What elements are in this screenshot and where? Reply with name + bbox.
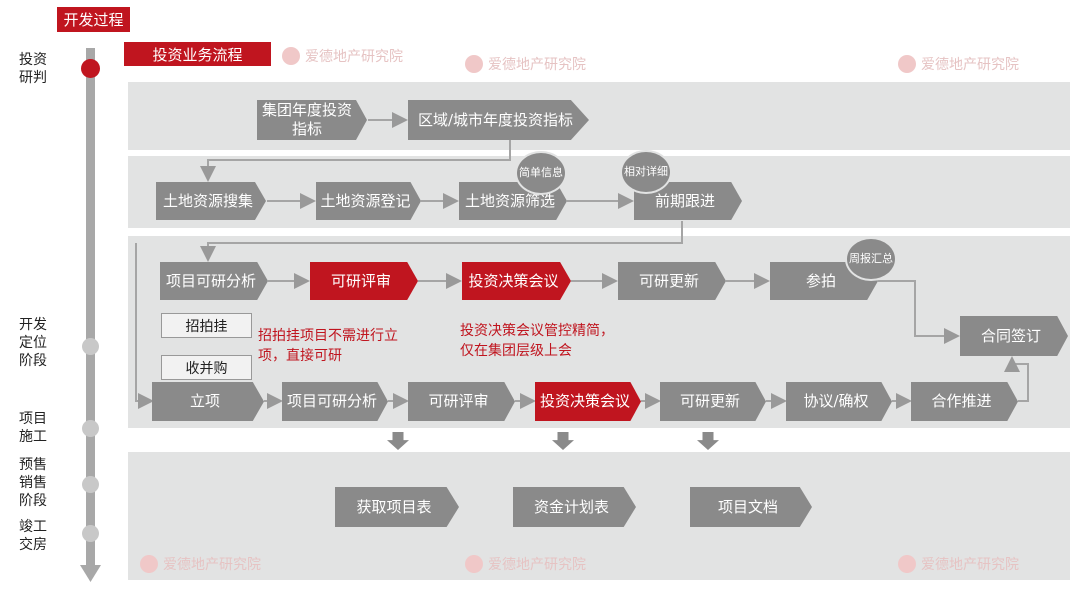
stage-label: 项目施工 — [19, 411, 47, 445]
output-project-table[interactable]: 获取项目表 — [335, 487, 459, 527]
step-update[interactable]: 可研更新 — [618, 262, 726, 300]
watermark: 爱德地产研究院 — [465, 54, 586, 74]
stage-dot — [82, 525, 99, 542]
note-simple-info: 简单信息 — [515, 151, 567, 195]
step-initiation[interactable]: 立项 — [152, 382, 264, 421]
step-feasibility[interactable]: 项目可研分析 — [160, 262, 268, 300]
flow-title: 投资业务流程 — [124, 42, 271, 66]
stage-dot — [82, 338, 99, 355]
note-decision: 投资决策会议管控精简，仅在集团层级上会 — [460, 323, 614, 359]
stage-label: 竣工交房 — [19, 519, 47, 553]
step-cooperation[interactable]: 合作推进 — [911, 382, 1018, 421]
step-contract[interactable]: 合同签订 — [960, 316, 1068, 356]
step-group-target[interactable]: 集团年度投资指标 — [257, 100, 367, 140]
stage-label: 投资研判 — [19, 52, 47, 86]
step-agreement[interactable]: 协议/确权 — [786, 382, 892, 421]
step-feasibility-2[interactable]: 项目可研分析 — [282, 382, 388, 421]
note-auction: 招拍挂项目不需进行立项，直接可研 — [258, 328, 398, 364]
watermark: 爱德地产研究院 — [898, 54, 1019, 74]
watermark: 爱德地产研究院 — [140, 554, 261, 574]
output-funding-plan[interactable]: 资金计划表 — [513, 487, 636, 527]
step-update-2[interactable]: 可研更新 — [660, 382, 766, 421]
step-land-collect[interactable]: 土地资源搜集 — [156, 182, 266, 220]
stage-dot — [82, 420, 99, 437]
step-city-target[interactable]: 区域/城市年度投资指标 — [408, 100, 589, 140]
step-land-register[interactable]: 土地资源登记 — [316, 182, 421, 220]
type-acquisition: 收并购 — [161, 355, 252, 380]
dev-process-label: 开发过程 — [57, 7, 130, 32]
note-detailed: 相对详细 — [620, 150, 672, 194]
type-auction: 招拍挂 — [161, 313, 252, 338]
stage-label: 开发定位阶段 — [19, 317, 47, 369]
panel-land-resources — [128, 156, 1070, 228]
step-review[interactable]: 可研评审 — [310, 262, 418, 300]
stage-dot — [82, 476, 99, 493]
output-project-docs[interactable]: 项目文档 — [690, 487, 812, 527]
step-review-2[interactable]: 可研评审 — [408, 382, 515, 421]
watermark: 爱德地产研究院 — [898, 554, 1019, 574]
stage-label: 预售销售阶段 — [19, 457, 47, 509]
watermark: 爱德地产研究院 — [282, 46, 403, 66]
watermark: 爱德地产研究院 — [465, 554, 586, 574]
step-decision-meeting-2[interactable]: 投资决策会议 — [535, 382, 641, 421]
current-stage-dot — [81, 59, 100, 78]
note-weekly-report: 周报汇总 — [845, 237, 897, 281]
step-decision-meeting[interactable]: 投资决策会议 — [462, 262, 571, 300]
